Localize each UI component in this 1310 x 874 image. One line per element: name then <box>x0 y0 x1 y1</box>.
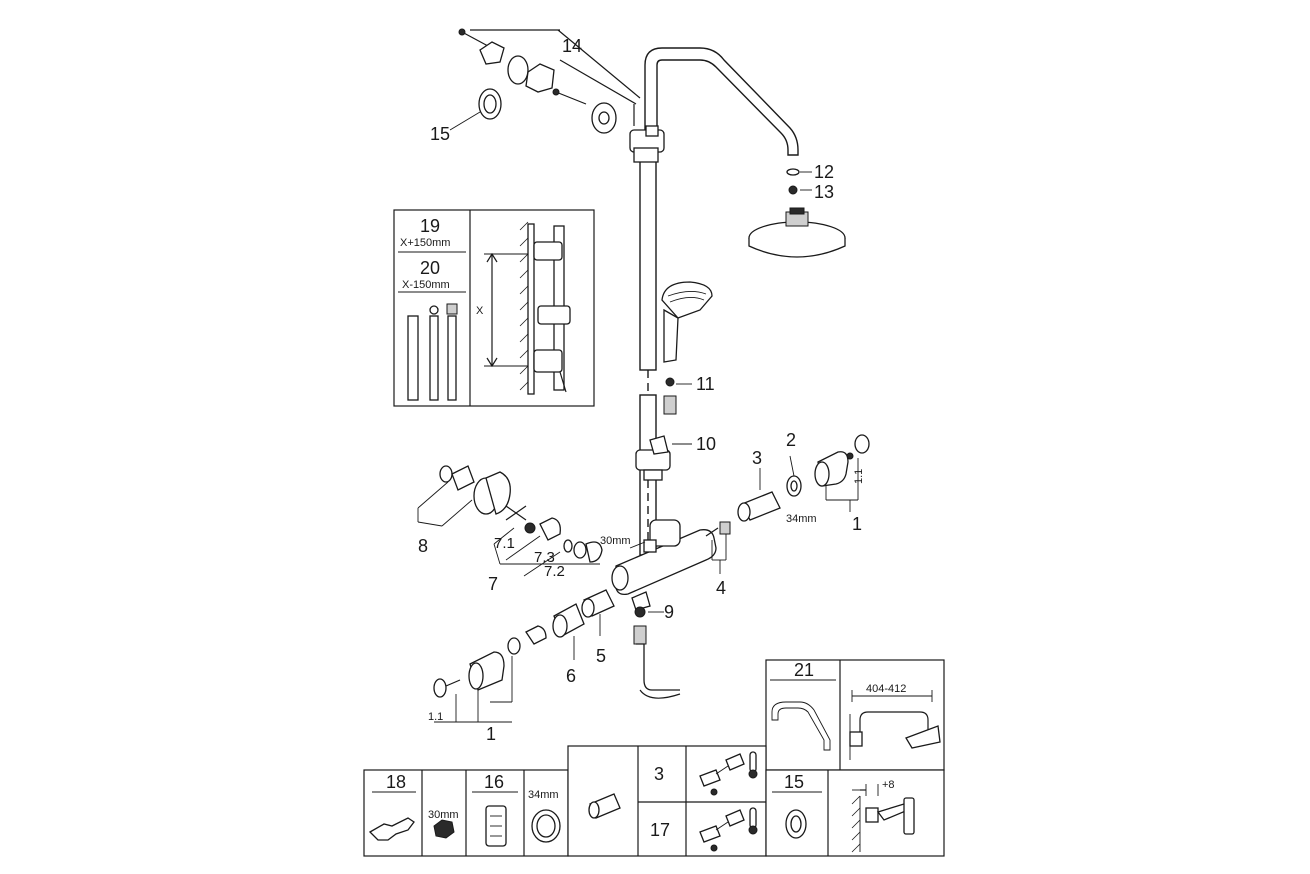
thermometer-icon <box>748 751 758 835</box>
box-15-num: 15 <box>784 772 804 792</box>
callout-1-left: 1 <box>486 724 496 744</box>
callout-15: 15 <box>430 124 450 144</box>
callout-6: 6 <box>566 666 576 686</box>
callout-7: 7 <box>488 574 498 594</box>
rail-length-inset <box>393 209 595 407</box>
wrench-icon <box>368 817 415 841</box>
callout-9: 9 <box>664 602 674 622</box>
callout-7-3: 7.3 <box>534 549 555 566</box>
callout-1-right: 1 <box>852 514 862 534</box>
box-17-num: 17 <box>650 820 670 840</box>
thermostat-body <box>611 519 717 611</box>
callout-1-1-left: 1.1 <box>428 711 443 723</box>
left-lower-parts <box>433 589 615 723</box>
inset-dim-19: X+150mm <box>400 237 450 249</box>
head-shower <box>748 168 846 258</box>
callout-7-2: 7.2 <box>544 563 565 580</box>
inset-num-19: 19 <box>420 216 440 236</box>
outlet-nipple <box>633 606 681 699</box>
callout-5: 5 <box>596 646 606 666</box>
dim-30mm-label: 30mm <box>600 535 631 547</box>
dim-34mm-label: 34mm <box>786 513 817 525</box>
box-16-dim: 34mm <box>528 789 559 801</box>
callout-4: 4 <box>716 578 726 598</box>
callout-12: 12 <box>814 162 834 182</box>
overhead-arm <box>644 47 799 156</box>
box-18-num: 18 <box>386 772 406 792</box>
callout-1-1-right: 1.1 <box>853 469 865 484</box>
top-wall-mount <box>449 28 617 134</box>
callout-2: 2 <box>786 430 796 450</box>
callout-3: 3 <box>752 448 762 468</box>
right-inlet-parts <box>705 434 870 574</box>
box-21-dim: 404-412 <box>866 683 906 695</box>
box-16-num: 16 <box>484 772 504 792</box>
box-21-arm-dimension <box>765 659 945 771</box>
box-18-dim: 30mm <box>428 809 459 821</box>
callout-11: 11 <box>696 374 715 394</box>
hand-shower <box>661 281 713 415</box>
box-3-num: 3 <box>654 764 664 784</box>
callout-13: 13 <box>814 182 834 202</box>
left-upper-parts <box>417 465 603 577</box>
rail-top-bracket <box>470 29 665 163</box>
inset-x-label: X <box>476 305 484 317</box>
inset-num-20: 20 <box>420 258 440 278</box>
bottom-box-18-16 <box>363 769 569 857</box>
callout-8: 8 <box>418 536 428 556</box>
hex-nut-icon <box>433 819 455 839</box>
callout-7-1: 7.1 <box>494 535 515 552</box>
inset-dim-20: X-150mm <box>402 279 450 291</box>
bottom-box-3-17 <box>567 745 767 857</box>
rail-slider <box>635 435 692 481</box>
callout-14: 14 <box>562 36 582 56</box>
callout-10: 10 <box>696 434 716 454</box>
box-21-num: 21 <box>794 660 814 680</box>
box-15-dim: +8 <box>882 779 895 791</box>
bottom-box-15 <box>765 769 945 857</box>
